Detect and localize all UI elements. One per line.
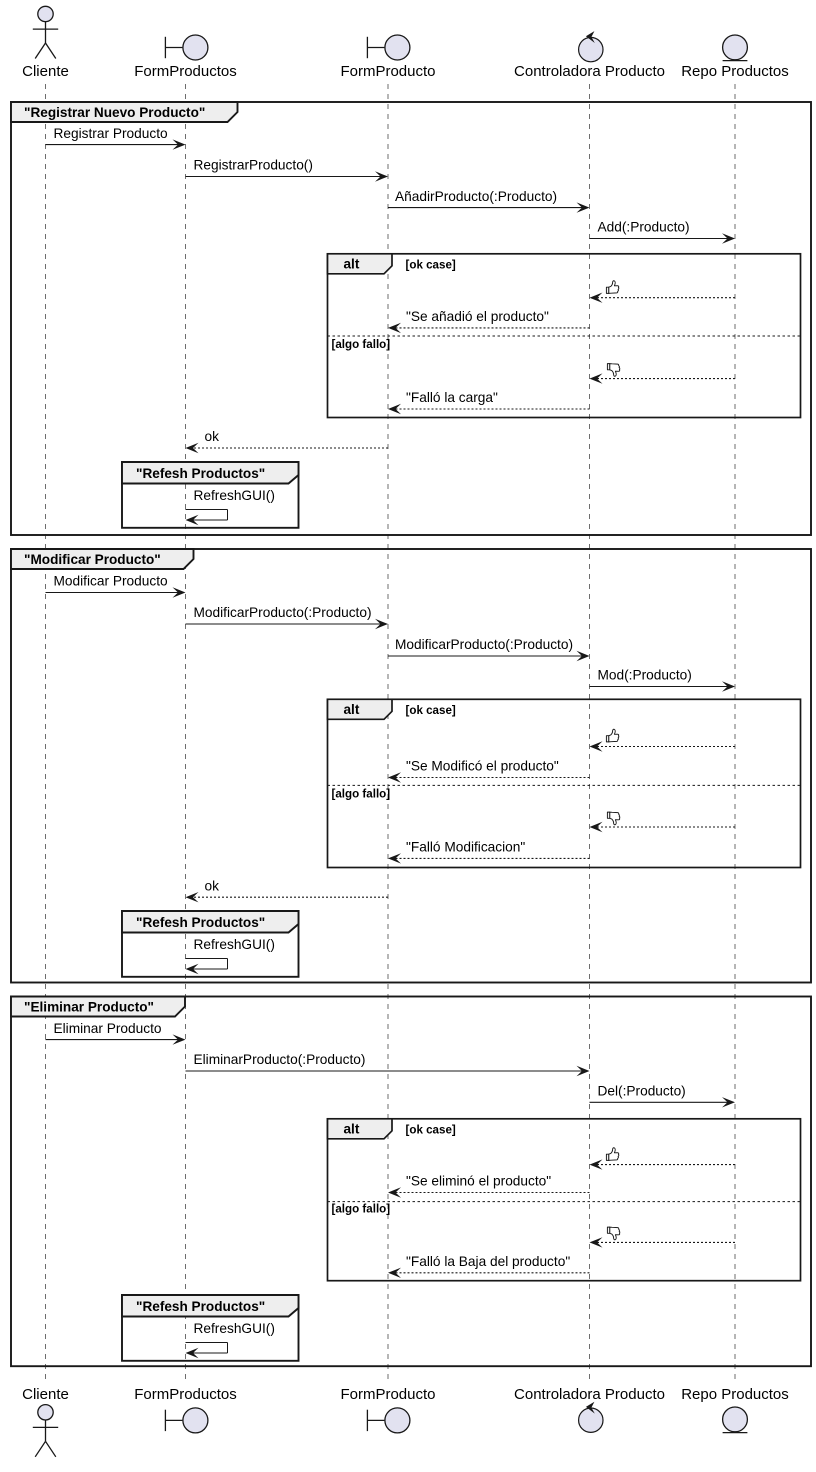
svg-text:EliminarProducto(:Producto): EliminarProducto(:Producto)	[194, 1052, 366, 1067]
svg-text:alt: alt	[344, 257, 360, 272]
svg-text:Eliminar Producto: Eliminar Producto	[54, 1021, 162, 1036]
svg-text:alt: alt	[344, 1122, 360, 1137]
svg-text:[ok case]: [ok case]	[406, 704, 456, 717]
svg-text:"Refesh Productos": "Refesh Productos"	[136, 915, 265, 930]
svg-text:FormProducto: FormProducto	[340, 1386, 435, 1403]
svg-text:"Modificar Producto": "Modificar Producto"	[24, 552, 161, 567]
svg-text:"Se Modificó el producto": "Se Modificó el producto"	[406, 759, 559, 774]
svg-text:RefreshGUI(): RefreshGUI()	[194, 1321, 275, 1336]
svg-text:FormProducto: FormProducto	[340, 63, 435, 80]
svg-text:Mod(:Producto): Mod(:Producto)	[598, 668, 692, 683]
svg-text:Repo Productos: Repo Productos	[681, 63, 789, 80]
svg-text:AñadirProducto(:Producto): AñadirProducto(:Producto)	[395, 189, 557, 204]
svg-text:[algo fallo]: [algo fallo]	[332, 338, 391, 351]
svg-text:Del(:Producto): Del(:Producto)	[598, 1084, 686, 1099]
svg-text:"Se eliminó el producto": "Se eliminó el producto"	[406, 1174, 551, 1189]
svg-text:Modificar Producto: Modificar Producto	[54, 574, 168, 589]
svg-text:[ok case]: [ok case]	[406, 1124, 456, 1137]
svg-text:ok: ok	[205, 429, 220, 444]
svg-text:"Refesh Productos": "Refesh Productos"	[136, 466, 265, 481]
svg-text:[algo fallo]: [algo fallo]	[332, 788, 391, 801]
svg-text:alt: alt	[344, 702, 360, 717]
svg-text:[algo fallo]: [algo fallo]	[332, 1203, 391, 1216]
svg-text:"Refesh Productos": "Refesh Productos"	[136, 1299, 265, 1314]
svg-text:"Falló la carga": "Falló la carga"	[406, 390, 498, 405]
svg-text:Repo Productos: Repo Productos	[681, 1386, 789, 1403]
svg-text:"Se añadió el producto": "Se añadió el producto"	[406, 309, 549, 324]
svg-text:"Falló la Baja del producto": "Falló la Baja del producto"	[406, 1254, 570, 1269]
svg-text:RefreshGUI(): RefreshGUI()	[194, 488, 275, 503]
svg-text:FormProductos: FormProductos	[134, 1386, 237, 1403]
svg-text:ModificarProducto(:Producto): ModificarProducto(:Producto)	[395, 637, 573, 652]
svg-text:Controladora Producto: Controladora Producto	[514, 1386, 665, 1403]
svg-text:Controladora Producto: Controladora Producto	[514, 63, 665, 80]
svg-text:ModificarProducto(:Producto): ModificarProducto(:Producto)	[194, 605, 372, 620]
svg-text:"Eliminar Producto": "Eliminar Producto"	[24, 1000, 154, 1015]
svg-text:FormProductos: FormProductos	[134, 63, 237, 80]
svg-text:"Registrar Nuevo Producto": "Registrar Nuevo Producto"	[24, 105, 205, 120]
svg-text:Registrar Producto: Registrar Producto	[54, 126, 168, 141]
svg-text:Add(:Producto): Add(:Producto)	[598, 220, 690, 235]
svg-text:RefreshGUI(): RefreshGUI()	[194, 937, 275, 952]
svg-text:[ok case]: [ok case]	[406, 259, 456, 272]
svg-text:Cliente: Cliente	[22, 1386, 69, 1403]
svg-text:Cliente: Cliente	[22, 63, 69, 80]
svg-text:RegistrarProducto(): RegistrarProducto()	[194, 158, 313, 173]
svg-text:"Falló Modificacion": "Falló Modificacion"	[406, 840, 525, 855]
svg-text:ok: ok	[205, 878, 220, 893]
